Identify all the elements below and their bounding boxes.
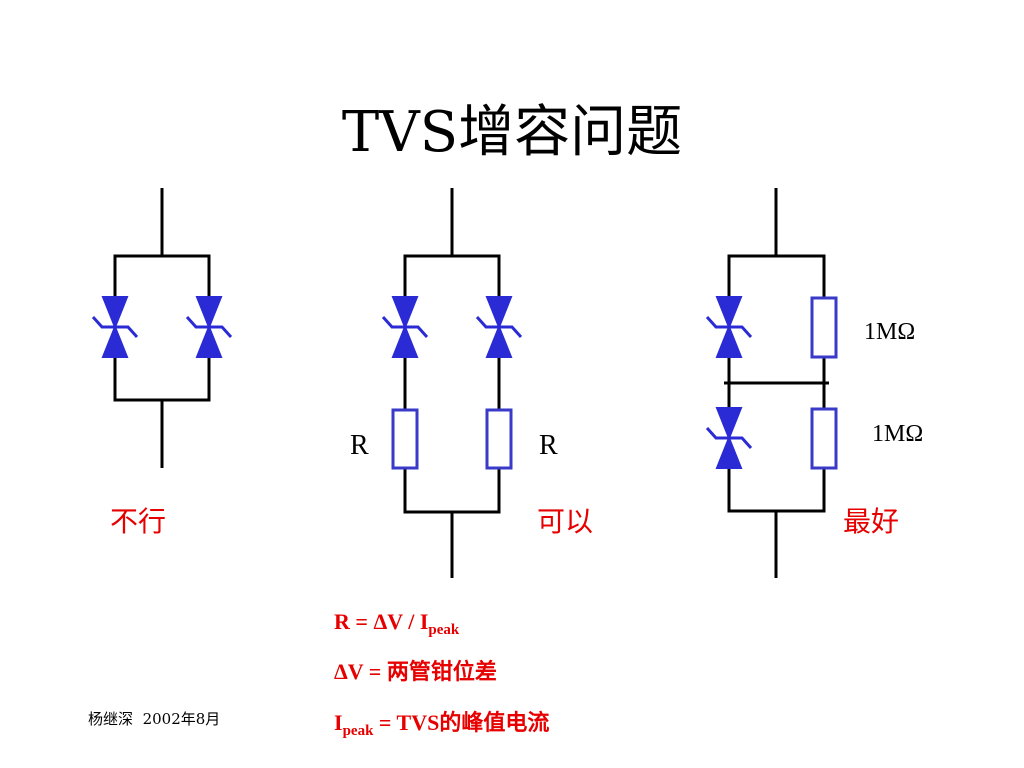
tvs-diode-icon [381,295,429,359]
verdict-middle: 可以 [537,505,594,538]
tvs-diode-icon [705,406,753,470]
footer-credit: 杨继深 2002年8月 [88,708,220,729]
footer-author: 杨继深 [88,710,134,728]
resistor-label-right: R [539,430,558,461]
slide-title: TVS增容问题 [341,100,683,165]
circuit-tvs-with-series-resistors [381,188,523,578]
tvs-diode-icon [185,295,233,359]
formula-i-peak: Ipeak = TVS的峰值电流 [334,710,550,739]
footer-date: 2002年8月 [142,710,221,728]
circuit-parallel-tvs [91,188,233,468]
resistor-icon [391,408,419,470]
formula-resistance: R = ΔV / Ipeak [334,609,460,638]
formula-delta-v: ΔV = 两管钳位差 [334,659,497,684]
resistor-label-left: R [350,430,369,461]
resistor-icon [485,408,513,470]
verdict-left: 不行 [110,505,167,538]
resistor-label-top: 1MΩ [864,319,916,345]
tvs-diode-icon [475,295,523,359]
tvs-diode-icon [705,295,753,359]
resistor-icon [810,407,838,470]
circuit-series-tvs-with-balancing-resistors [705,188,838,578]
resistor-icon [810,296,838,359]
resistor-label-bottom: 1MΩ [872,421,924,447]
verdict-right: 最好 [843,505,900,538]
tvs-diode-icon [91,295,139,359]
